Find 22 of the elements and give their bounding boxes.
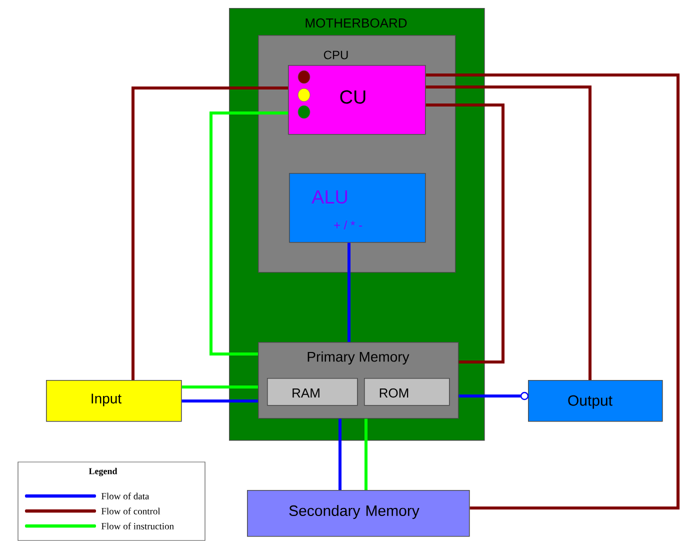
connector-line xyxy=(364,418,368,490)
logic-unit-box: ALU + / * - xyxy=(289,173,426,243)
connector-line xyxy=(210,112,288,356)
memory-box: RAM xyxy=(267,378,358,406)
connector-line xyxy=(182,386,258,388)
device-box: Output xyxy=(528,380,663,422)
device-box: Input xyxy=(46,380,182,422)
legend-title: Legend xyxy=(88,468,118,476)
legend-text: Flow of instruction xyxy=(101,522,174,530)
connector-line xyxy=(132,86,288,380)
connector-line xyxy=(458,392,529,400)
connector-line xyxy=(426,74,680,510)
connector-line xyxy=(426,104,504,364)
memory-box: ROM xyxy=(364,378,450,406)
connector-line xyxy=(182,400,258,402)
connector-line xyxy=(426,86,592,380)
storage-box: Secondary Memory xyxy=(247,490,470,537)
legend-text: Flow of data xyxy=(101,492,150,500)
connector-line xyxy=(338,418,342,490)
connector-line xyxy=(348,242,350,342)
control-unit-box: CU xyxy=(288,65,426,135)
legend-text: Flow of control xyxy=(101,508,160,514)
